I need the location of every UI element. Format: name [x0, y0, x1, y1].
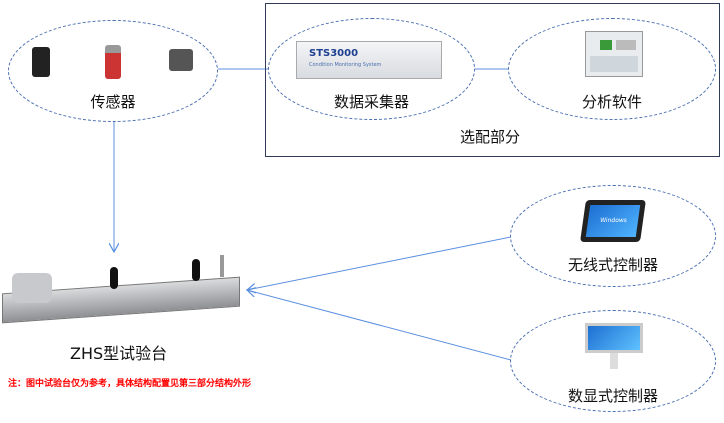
- test-bench-label: ZHS型试验台: [70, 344, 168, 363]
- display-controller-node: 数显式控制器: [510, 310, 716, 412]
- tablet-icon: Windows: [580, 200, 646, 242]
- device-subtitle: Condition Monitoring System: [309, 62, 382, 68]
- daq-node: STS3000 Condition Monitoring System 数据采集…: [268, 18, 475, 120]
- wireless-controller-label: 无线式控制器: [567, 256, 658, 274]
- accelerometer-sensor-icon: [32, 47, 50, 77]
- optional-group-box: [265, 3, 720, 157]
- optional-group-label: 选配部分: [460, 128, 521, 146]
- software-node: 分析软件: [508, 18, 716, 120]
- tablet-screen-text: Windows: [585, 205, 641, 237]
- wireless-to-bench-arrow: [247, 236, 512, 290]
- device-model: STS3000: [309, 48, 359, 59]
- velocity-sensor-icon: [105, 45, 121, 79]
- display-controller-label: 数显式控制器: [567, 387, 658, 405]
- software-label: 分析软件: [581, 93, 642, 111]
- daq-device-image: STS3000 Condition Monitoring System: [296, 41, 442, 79]
- daq-label: 数据采集器: [333, 93, 409, 111]
- sensors-node: 传感器: [8, 20, 218, 122]
- test-bench-image: [2, 255, 244, 325]
- sensors-label: 传感器: [90, 93, 136, 111]
- note-text: 注：图中试验台仅为参考，具体结构配置见第三部分结构外形: [8, 379, 252, 389]
- kiosk-screen-icon: [585, 323, 643, 353]
- display-to-bench-arrow: [247, 290, 512, 361]
- wireless-controller-node: Windows 无线式控制器: [510, 185, 716, 287]
- kiosk-stand-icon: [610, 353, 618, 369]
- proximity-probe-icon: [169, 49, 193, 71]
- software-screenshot: [585, 31, 643, 77]
